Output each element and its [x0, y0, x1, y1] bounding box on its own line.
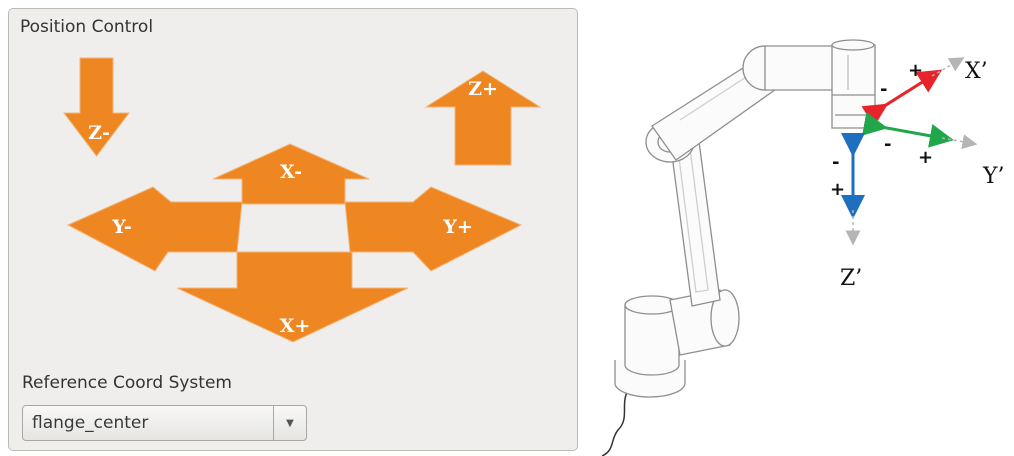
z-minus-label: Z-	[88, 122, 110, 144]
y-plus-label: Y+	[442, 216, 472, 238]
y-minus-button[interactable]: Y-	[66, 186, 243, 272]
robot-arm-drawing	[601, 39, 876, 456]
reference-coord-value: flange_center	[32, 413, 149, 433]
x-axis-label: X’	[965, 59, 988, 84]
z-axis-label: Z’	[840, 266, 862, 291]
y-minus-label: Y-	[111, 216, 132, 238]
y-plus-sign: +	[918, 147, 933, 168]
x-axis-indicator: + - X’	[861, 57, 988, 127]
x-minus-label: X-	[280, 161, 302, 183]
position-control-panel: Position Control Z- Z+ X- Y- Y+	[8, 8, 578, 451]
reference-coord-label: Reference Coord System	[22, 373, 232, 393]
y-plus-button[interactable]: Y+	[344, 186, 523, 272]
z-plus-sign: +	[830, 179, 845, 200]
z-plus-label: Z+	[468, 78, 498, 100]
z-axis-indicator: - + Z’	[830, 133, 865, 291]
x-plus-label: X+	[280, 315, 311, 337]
reference-coord-dropdown[interactable]: flange_center ▼	[22, 405, 307, 441]
y-minus-sign: -	[884, 134, 891, 155]
jog-pad: Z- Z+ X- Y- Y+ X+	[62, 57, 542, 343]
x-minus-sign: -	[880, 79, 887, 100]
z-plus-button[interactable]: Z+	[424, 70, 542, 166]
robot-coordinate-diagram: + - X’ - + Y’ - + Z’	[601, 39, 1005, 456]
z-minus-button[interactable]: Z-	[62, 57, 131, 157]
x-plus-sign: +	[908, 60, 923, 81]
x-minus-button[interactable]: X-	[212, 143, 370, 205]
panel-title: Position Control	[20, 17, 154, 37]
chevron-down-icon: ▼	[286, 417, 294, 429]
dropdown-toggle[interactable]: ▼	[273, 406, 306, 440]
z-minus-sign: -	[832, 152, 839, 173]
y-axis-label: Y’	[982, 164, 1005, 189]
x-plus-button[interactable]: X+	[176, 251, 409, 343]
y-axis-indicator: - + Y’	[862, 112, 1005, 189]
